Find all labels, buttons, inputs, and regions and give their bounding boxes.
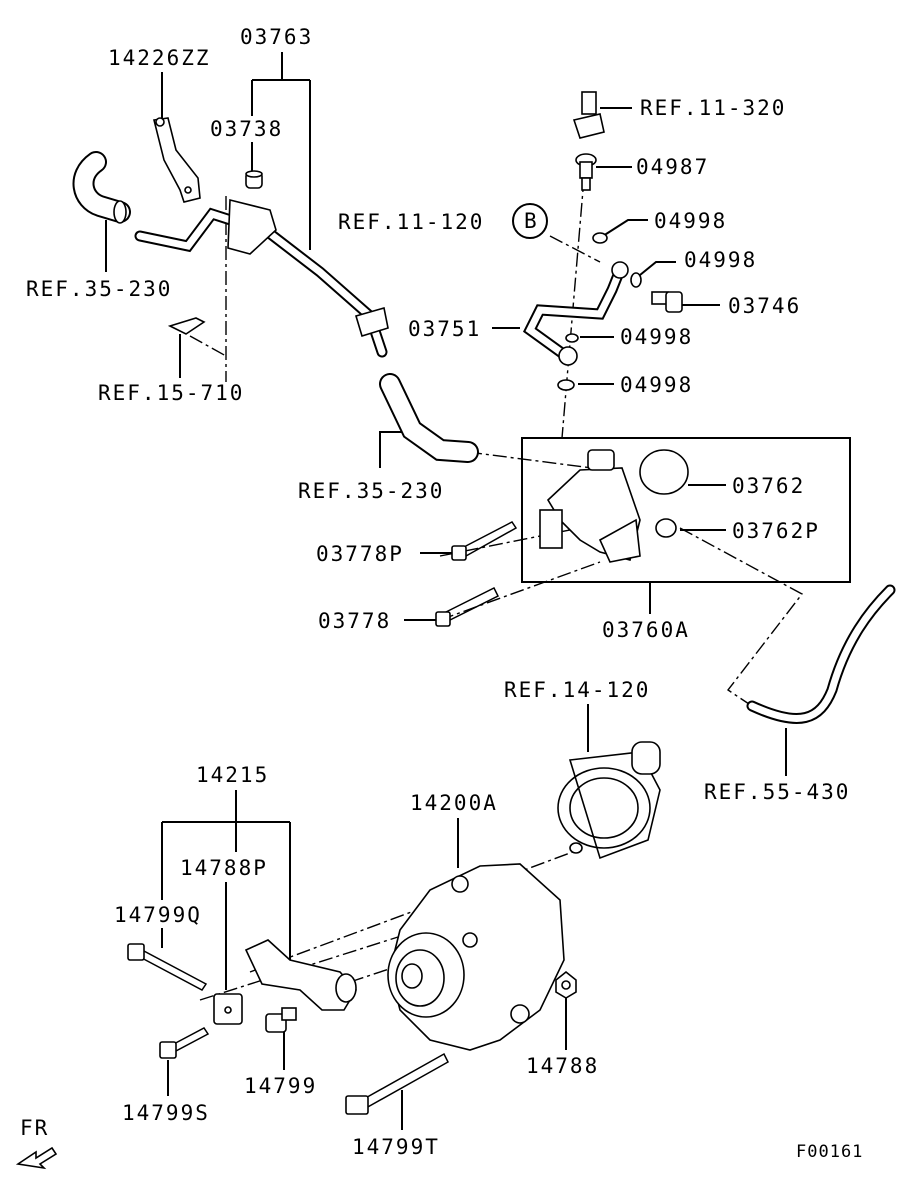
label-14226ZZ: 14226ZZ — [108, 46, 211, 70]
bolt-03778p — [451, 521, 518, 561]
part-ref-15-710 — [167, 317, 206, 335]
hose-ref-55-430 — [746, 584, 896, 724]
label-ref-35-230-middle: REF.35-230 — [298, 479, 445, 503]
sensor-ref-11-320 — [572, 91, 605, 139]
assembly-box — [521, 437, 851, 583]
label-ref-15-710: REF.15-710 — [98, 381, 245, 405]
label-14200A: 14200A — [410, 791, 498, 815]
oil-pipe-03763 — [134, 198, 389, 358]
label-04998-a: 04998 — [654, 209, 728, 233]
front-arrow-icon — [15, 1146, 58, 1170]
bolt-03746 — [651, 291, 683, 313]
label-04998-c: 04998 — [620, 325, 694, 349]
hose-middle — [379, 373, 479, 463]
label-ref-11-120: REF.11-120 — [338, 210, 485, 234]
label-03778: 03778 — [318, 609, 392, 633]
bolt-14799q — [127, 943, 208, 991]
label-14799S: 14799S — [122, 1101, 210, 1125]
label-04987: 04987 — [636, 155, 710, 179]
clip-nut — [213, 993, 243, 1025]
nut-14788 — [555, 970, 577, 999]
label-ref-35-230-upper: REF.35-230 — [26, 277, 173, 301]
label-ref-11-320: REF.11-320 — [640, 96, 787, 120]
oil-cooler-assembly — [539, 449, 641, 563]
washer-04998-b — [630, 272, 642, 288]
label-03762: 03762 — [732, 474, 806, 498]
pipe-03751 — [522, 261, 629, 366]
label-04998-d: 04998 — [620, 373, 694, 397]
label-14788: 14788 — [526, 1054, 600, 1078]
label-14215: 14215 — [196, 763, 270, 787]
diagram-id: F00161 — [796, 1142, 864, 1162]
label-14788P: 14788P — [180, 856, 268, 880]
bolt-14799s — [159, 1027, 210, 1059]
label-14799T: 14799T — [352, 1135, 440, 1159]
o-ring-03762p — [655, 518, 677, 538]
alternator-14200a — [387, 863, 565, 1051]
vacuum-pump-ref-14-120 — [557, 741, 661, 860]
label-14799: 14799 — [244, 1074, 318, 1098]
bolt-14799t — [345, 1052, 449, 1115]
label-03763: 03763 — [240, 25, 314, 49]
label-14799Q: 14799Q — [114, 903, 202, 927]
bolt-03778 — [435, 586, 500, 627]
label-03778P: 03778P — [316, 542, 404, 566]
label-ref-14-120: REF.14-120 — [504, 678, 651, 702]
reference-circle-b — [512, 203, 548, 239]
washer-04998-d — [557, 379, 575, 391]
hose-upper — [72, 151, 131, 224]
label-03746: 03746 — [728, 294, 802, 318]
bracket-14226zz — [153, 117, 201, 203]
label-ref-55-430: REF.55-430 — [704, 780, 851, 804]
bolt-14799 — [265, 1007, 297, 1033]
o-ring-03762 — [639, 449, 689, 495]
label-03760A: 03760A — [602, 618, 690, 642]
bracket-14788p — [244, 939, 357, 1011]
label-03751: 03751 — [408, 317, 482, 341]
label-03762P: 03762P — [732, 519, 820, 543]
grommet-03738 — [245, 170, 263, 189]
label-circle-b: B — [524, 209, 537, 233]
front-marker-label: FR — [20, 1116, 50, 1140]
washer-04998-a — [592, 232, 608, 244]
label-03738: 03738 — [210, 117, 284, 141]
washer-04998-c — [565, 333, 579, 343]
leader-lines — [105, 52, 787, 1130]
label-04998-b: 04998 — [684, 248, 758, 272]
fitting-04987 — [575, 153, 597, 191]
